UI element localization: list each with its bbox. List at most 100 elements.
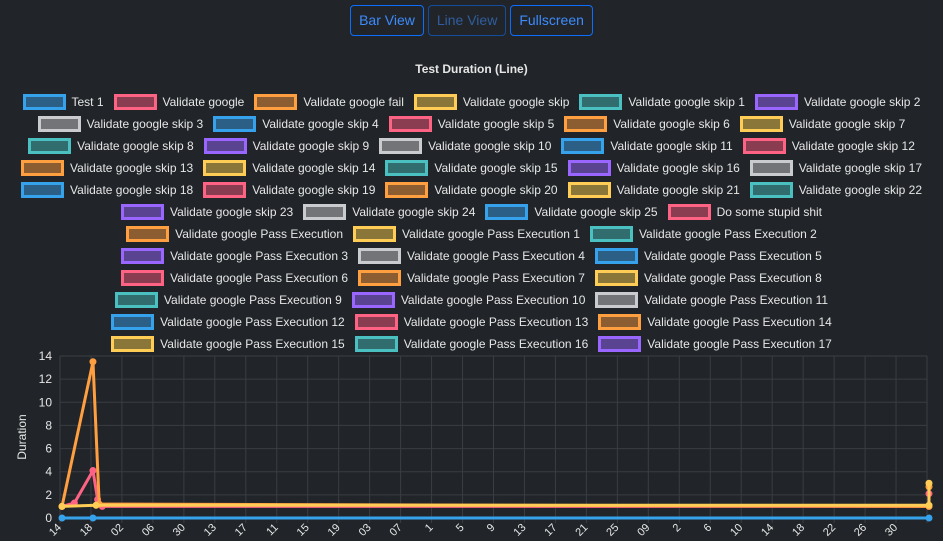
legend-item[interactable]: Validate google Pass Execution 16 <box>354 336 588 352</box>
legend-label: Validate google skip 18 <box>69 183 194 197</box>
legend-item[interactable]: Validate google skip 12 <box>742 138 915 154</box>
x-tick-label: 15 <box>295 522 312 539</box>
legend-item[interactable]: Validate google Pass Execution 13 <box>354 314 588 330</box>
legend-item[interactable]: Validate google Pass Execution 9 <box>114 292 342 308</box>
legend-label: Validate google Pass Execution 9 <box>163 293 342 307</box>
legend-label: Do some stupid shit <box>716 205 822 219</box>
legend-swatch <box>121 270 165 286</box>
legend-item[interactable]: Validate google Pass Execution 4 <box>358 248 585 264</box>
legend-label: Validate google skip 10 <box>428 139 552 153</box>
legend-item[interactable]: Validate google Pass Execution 8 <box>594 270 822 286</box>
x-tick-label: 10 <box>728 522 745 539</box>
legend-swatch <box>22 94 66 110</box>
bar-view-button[interactable]: Bar View <box>350 5 424 36</box>
legend-swatch <box>413 94 457 110</box>
legend-item[interactable]: Validate google skip 1 <box>579 94 745 110</box>
legend-item[interactable]: Validate google Pass Execution 7 <box>358 270 585 286</box>
legend-label: Validate google skip 4 <box>262 117 379 131</box>
legend-item[interactable]: Validate google skip 17 <box>749 160 922 176</box>
legend-label: Test 1 <box>71 95 104 109</box>
legend-label: Validate google Pass Execution 14 <box>647 315 832 329</box>
x-tick-label: 26 <box>852 522 869 539</box>
data-point <box>925 514 933 522</box>
legend-item[interactable]: Validate google Pass Execution 12 <box>111 314 345 330</box>
x-tick-label: 07 <box>388 522 405 539</box>
legend-item[interactable]: Validate google skip 16 <box>567 160 740 176</box>
legend-label: Validate google skip 25 <box>534 205 658 219</box>
chart-legend: Test 1 Validate google Validate google fai… <box>0 91 943 355</box>
legend-item[interactable]: Validate google <box>113 94 244 110</box>
legend-swatch <box>121 204 164 220</box>
legend-item[interactable]: Validate google skip 9 <box>203 138 370 154</box>
legend-item[interactable]: Validate google Pass Execution 11 <box>595 292 828 308</box>
legend-item[interactable]: Validate google skip 19 <box>203 182 375 198</box>
legend-label: Validate google Pass Execution 17 <box>647 337 832 351</box>
legend-label: Validate google skip 9 <box>252 139 370 153</box>
legend-item[interactable]: Validate google skip 5 <box>388 116 554 132</box>
legend-item[interactable]: Validate google skip 20 <box>385 182 558 198</box>
legend-item[interactable]: Validate google skip 2 <box>754 94 920 110</box>
legend-label: Validate google Pass Execution 7 <box>407 271 585 285</box>
legend-swatch <box>388 116 432 132</box>
legend-row: Validate google skip 23 Validate google s… <box>0 201 943 223</box>
legend-label: Validate google skip 22 <box>798 183 922 197</box>
legend-item[interactable]: Validate google skip 22 <box>749 182 922 198</box>
legend-swatch <box>303 204 347 220</box>
legend-item[interactable]: Validate google skip 8 <box>28 138 194 154</box>
line-view-button[interactable]: Line View <box>427 5 507 36</box>
x-tick-label: 06 <box>140 522 157 539</box>
legend-label: Validate google skip 8 <box>77 139 194 153</box>
legend-item[interactable]: Validate google skip 10 <box>379 138 551 154</box>
legend-item[interactable]: Validate google Pass Execution 1 <box>353 226 580 242</box>
legend-item[interactable]: Validate google skip 4 <box>213 116 379 132</box>
legend-item[interactable]: Validate google skip 7 <box>739 116 905 132</box>
legend-item[interactable]: Validate google skip 11 <box>561 138 733 154</box>
legend-swatch <box>358 248 402 264</box>
legend-item[interactable]: Do some stupid shit <box>667 204 822 220</box>
fullscreen-button[interactable]: Fullscreen <box>510 5 593 36</box>
legend-item[interactable]: Validate google Pass Execution 5 <box>594 248 822 264</box>
legend-item[interactable]: Test 1 <box>22 94 104 110</box>
legend-swatch <box>126 226 170 242</box>
legend-swatch <box>353 226 397 242</box>
x-tick-label: 13 <box>511 522 528 539</box>
legend-swatch <box>742 138 786 154</box>
legend-label: Validate google skip 15 <box>434 161 558 175</box>
legend-item[interactable]: Validate google skip 13 <box>20 160 193 176</box>
legend-label: Validate google skip 14 <box>252 161 376 175</box>
legend-row: Validate google skip 8 Validate google sk… <box>0 135 943 157</box>
legend-item[interactable]: Validate google Pass Execution 6 <box>121 270 348 286</box>
x-tick-label: 19 <box>326 522 343 539</box>
legend-swatch <box>203 182 247 198</box>
legend-item[interactable]: Validate google skip 15 <box>385 160 558 176</box>
legend-item[interactable]: Validate google fail <box>254 94 404 110</box>
legend-item[interactable]: Validate google Pass Execution 3 <box>121 248 348 264</box>
legend-label: Validate google skip 3 <box>86 117 204 131</box>
legend-item[interactable]: Validate google skip <box>413 94 569 110</box>
legend-swatch <box>564 116 608 132</box>
legend-item[interactable]: Validate google skip 23 <box>121 204 293 220</box>
legend-swatch <box>749 160 793 176</box>
legend-item[interactable]: Validate google skip 24 <box>303 204 475 220</box>
legend-label: Validate google skip 12 <box>791 139 915 153</box>
legend-item[interactable]: Validate google skip 21 <box>567 182 740 198</box>
y-tick-label: 10 <box>39 395 53 409</box>
y-tick-label: 2 <box>45 488 52 502</box>
x-tick-label: 18 <box>78 522 95 539</box>
legend-label: Validate google skip 6 <box>613 117 730 131</box>
legend-item[interactable]: Validate google skip 18 <box>20 182 194 198</box>
legend-label: Validate google skip 19 <box>252 183 376 197</box>
legend-item[interactable]: Validate google skip 3 <box>37 116 204 132</box>
legend-item[interactable]: Validate google Pass Execution 14 <box>598 314 832 330</box>
legend-item[interactable]: Validate google Pass Execution 17 <box>598 336 832 352</box>
data-point <box>92 501 100 509</box>
legend-item[interactable]: Validate google Pass Execution 2 <box>589 226 817 242</box>
legend-item[interactable]: Validate google skip 6 <box>564 116 730 132</box>
legend-item[interactable]: Validate google Pass Execution <box>126 226 343 242</box>
legend-item[interactable]: Validate google skip 25 <box>485 204 658 220</box>
x-tick-label: 2 <box>671 522 684 535</box>
legend-item[interactable]: Validate google Pass Execution 10 <box>351 292 585 308</box>
legend-item[interactable]: Validate google Pass Execution 15 <box>111 336 345 352</box>
legend-item[interactable]: Validate google skip 14 <box>203 160 375 176</box>
